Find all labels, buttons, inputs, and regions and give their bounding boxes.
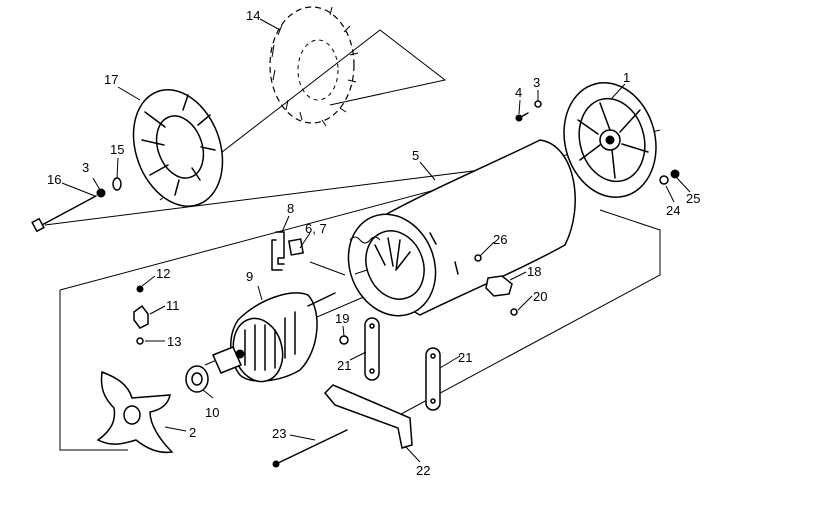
callout-25: 25 [686, 191, 700, 206]
screw-part-26 [474, 254, 482, 262]
callout-4: 4 [515, 85, 522, 100]
end-bell-part-1 [563, 82, 657, 198]
strap-part-21-right [425, 347, 441, 411]
callout-19: 19 [335, 311, 349, 326]
clamp-part-11 [133, 304, 149, 329]
callout-17: 17 [104, 72, 118, 87]
rotor-armature-part-9 [211, 292, 336, 383]
fan-blade-part-14 [269, 6, 359, 127]
screw-part-4 [515, 112, 529, 122]
callout-23: 23 [272, 426, 286, 441]
callout-26: 26 [493, 232, 507, 247]
callout-24: 24 [666, 203, 680, 218]
brush-holder-part-8 [271, 231, 285, 271]
capacitor-part-18 [485, 275, 513, 297]
spring-clip-part-3-right [534, 100, 542, 108]
callout-3-right: 3 [533, 75, 540, 90]
washer-part-25 [670, 169, 680, 179]
callout-8: 8 [287, 201, 294, 216]
callout-21-right: 21 [458, 350, 472, 365]
strap-part-21-left [364, 317, 380, 381]
callout-6-7: 6, 7 [305, 221, 327, 236]
callout-13: 13 [167, 334, 181, 349]
spacer-part-13 [136, 337, 144, 345]
callout-1: 1 [623, 70, 630, 85]
bolt-part-23 [272, 429, 348, 468]
nut-part-3-left [96, 188, 106, 198]
stator-housing-part-5 [347, 139, 576, 317]
fan-shroud-part-17 [132, 89, 224, 207]
callout-3-left: 3 [82, 160, 89, 175]
callout-10: 10 [205, 405, 219, 420]
callout-21-left: 21 [337, 358, 351, 373]
callout-16: 16 [47, 172, 61, 187]
callout-18: 18 [527, 264, 541, 279]
callout-5: 5 [412, 148, 419, 163]
bearing-part-10 [185, 365, 209, 393]
screw-part-20 [510, 308, 518, 316]
through-bolt-part-16 [31, 195, 97, 233]
washer-part-15 [112, 177, 122, 191]
callout-12: 12 [156, 266, 170, 281]
callout-14: 14 [246, 8, 260, 23]
callout-labels: 1 2 3 3 4 5 6, 7 8 9 10 11 12 13 14 15 1… [47, 8, 700, 478]
base-bracket-part-22 [323, 384, 413, 449]
leader-lines [61, 18, 691, 463]
callout-2: 2 [189, 425, 196, 440]
callout-11: 11 [166, 298, 180, 313]
callout-9: 9 [246, 269, 253, 284]
screw-part-19 [339, 335, 349, 345]
screw-part-12 [136, 285, 144, 293]
callout-20: 20 [533, 289, 547, 304]
mounting-star-part-2 [96, 370, 174, 454]
nut-part-24 [659, 175, 669, 185]
callout-15: 15 [110, 142, 124, 157]
callout-22: 22 [416, 463, 430, 478]
